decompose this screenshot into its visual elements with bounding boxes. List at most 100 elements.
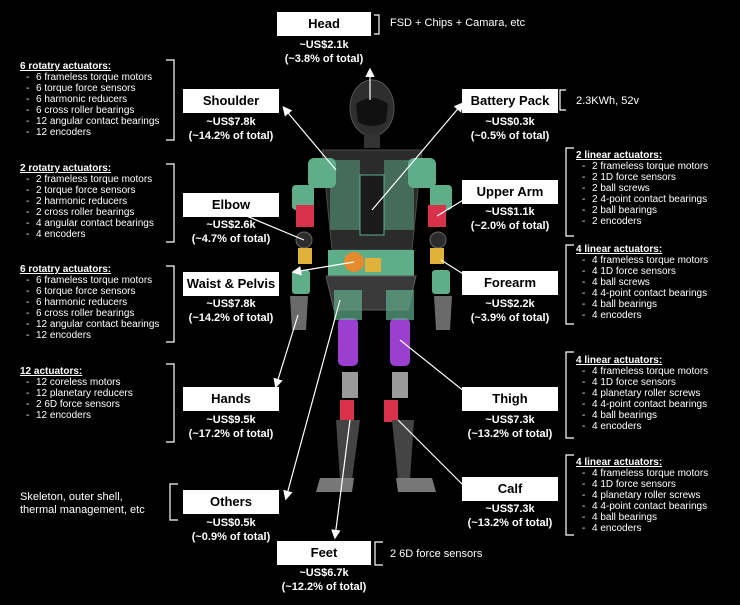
upperarm-cost-share: (~2.0% of total) bbox=[470, 220, 550, 232]
shoulder-cost-share: (~14.2% of total) bbox=[188, 130, 274, 142]
list-item: 2 frameless torque motors bbox=[576, 161, 736, 172]
robot-upperarm-left bbox=[296, 205, 314, 227]
callout-arrows bbox=[229, 67, 481, 540]
list-item: 4 1D force sensors bbox=[576, 479, 736, 490]
bracket-lines bbox=[166, 14, 574, 566]
list-item: 6 cross roller bearings bbox=[20, 308, 165, 319]
robot-forearm-left bbox=[292, 270, 310, 294]
calf-cost-value: ~US$7.3k bbox=[485, 503, 535, 515]
list-item: 12 angular contact bearings bbox=[20, 319, 165, 330]
head-note: FSD + Chips + Camara, etc bbox=[390, 17, 526, 29]
upperarm-cost-value: ~US$1.1k bbox=[485, 206, 535, 218]
waist-cost-share: (~14.2% of total) bbox=[188, 312, 274, 324]
list-item: 4 encoders bbox=[576, 421, 736, 432]
shoulder-details-title: 6 rotatry actuators: bbox=[20, 61, 112, 72]
list-item: 4 encoders bbox=[576, 310, 736, 321]
list-item: 2 4-point contact bearings bbox=[576, 194, 736, 205]
upperarm-cost: ~US$1.1k (~2.0% of total) bbox=[454, 205, 566, 233]
others-cost-share: (~0.9% of total) bbox=[191, 531, 271, 543]
list-item: 4 planetary roller screws bbox=[576, 490, 736, 501]
list-item: 4 ball screws bbox=[576, 277, 736, 288]
list-item: 4 angular contact bearings bbox=[20, 218, 165, 229]
list-item: 2 6D force sensors bbox=[20, 399, 165, 410]
robot-foot-left bbox=[316, 478, 354, 492]
waist-details: 6 rotatry actuators: 6 frameless torque … bbox=[20, 264, 165, 341]
list-item: 4 4-point contact bearings bbox=[576, 501, 736, 512]
robot-foot-right bbox=[396, 478, 436, 492]
battery-cost-value: ~US$0.3k bbox=[485, 116, 535, 128]
list-item: 12 encoders bbox=[20, 330, 165, 341]
elbow-details-title: 2 rotatry actuators: bbox=[20, 163, 112, 174]
list-item: 6 torque force sensors bbox=[20, 83, 165, 94]
waist-label: Waist & Pelvis bbox=[183, 272, 279, 296]
list-item: 2 encoders bbox=[576, 216, 736, 227]
robot-calf-left bbox=[336, 420, 360, 480]
list-item: 4 1D force sensors bbox=[576, 377, 736, 388]
calf-label: Calf bbox=[462, 477, 558, 501]
thigh-cost-value: ~US$7.3k bbox=[485, 414, 535, 426]
list-item: 2 harmonic reducers bbox=[20, 196, 165, 207]
waist-details-title: 6 rotatry actuators: bbox=[20, 264, 112, 275]
elbow-cost: ~US$2.6k (~4.7% of total) bbox=[175, 218, 287, 246]
robot-hand-right bbox=[434, 296, 452, 330]
list-item: 6 harmonic reducers bbox=[20, 297, 165, 308]
head-label: Head bbox=[277, 12, 371, 36]
hands-cost-share: (~17.2% of total) bbox=[188, 428, 274, 440]
list-item: 2 cross roller bearings bbox=[20, 207, 165, 218]
elbow-cost-share: (~4.7% of total) bbox=[191, 233, 271, 245]
list-item: 4 1D force sensors bbox=[576, 266, 736, 277]
list-item: 12 angular contact bearings bbox=[20, 116, 165, 127]
robot-shoulder-left bbox=[308, 158, 336, 188]
elbow-details: 2 rotatry actuators: 2 frameless torque … bbox=[20, 163, 165, 240]
feet-cost-share: (~12.2% of total) bbox=[281, 581, 367, 593]
list-item: 4 ball bearings bbox=[576, 410, 736, 421]
robot-hand-left bbox=[290, 296, 308, 330]
feet-note: 2 6D force sensors bbox=[390, 548, 483, 560]
list-item: 12 encoders bbox=[20, 127, 165, 138]
upperarm-details-title: 2 linear actuators: bbox=[576, 150, 663, 161]
forearm-label: Forearm bbox=[462, 271, 558, 295]
battery-cost-share: (~0.5% of total) bbox=[470, 130, 550, 142]
list-item: 4 ball bearings bbox=[576, 512, 736, 523]
calf-cost: ~US$7.3k (~13.2% of total) bbox=[454, 502, 566, 530]
others-cost: ~US$0.5k (~0.9% of total) bbox=[175, 516, 287, 544]
forearm-cost: ~US$2.2k (~3.9% of total) bbox=[454, 297, 566, 325]
list-item: 4 4-point contact bearings bbox=[576, 288, 736, 299]
feet-cost: ~US$6.7k (~12.2% of total) bbox=[268, 566, 380, 594]
head-cost-value: ~US$2.1k bbox=[299, 39, 349, 51]
calf-cost-share: (~13.2% of total) bbox=[467, 517, 553, 529]
robot-elbow-right bbox=[429, 231, 447, 249]
others-cost-value: ~US$0.5k bbox=[206, 517, 256, 529]
waist-cost: ~US$7.8k (~14.2% of total) bbox=[175, 297, 287, 325]
calf-details: 4 linear actuators: 4 frameless torque m… bbox=[576, 457, 736, 534]
thigh-cost-share: (~13.2% of total) bbox=[467, 428, 553, 440]
shoulder-cost: ~US$7.8k (~14.2% of total) bbox=[175, 115, 287, 143]
list-item: 2 ball screws bbox=[576, 183, 736, 194]
list-item: 6 harmonic reducers bbox=[20, 94, 165, 105]
elbow-cost-value: ~US$2.6k bbox=[206, 219, 256, 231]
list-item: 2 ball bearings bbox=[576, 205, 736, 216]
list-item: 4 planetary roller screws bbox=[576, 388, 736, 399]
upperarm-details: 2 linear actuators: 2 frameless torque m… bbox=[576, 150, 736, 227]
list-item: 6 cross roller bearings bbox=[20, 105, 165, 116]
battery-label: Battery Pack bbox=[462, 89, 558, 113]
list-item: 2 1D force sensors bbox=[576, 172, 736, 183]
others-note: Skeleton, outer shell, thermal managemen… bbox=[20, 491, 145, 516]
battery-cost: ~US$0.3k (~0.5% of total) bbox=[454, 115, 566, 143]
list-item: 4 frameless torque motors bbox=[576, 468, 736, 479]
list-item: 4 ball bearings bbox=[576, 299, 736, 310]
forearm-cost-value: ~US$2.2k bbox=[485, 298, 535, 310]
robot-thigh-left bbox=[338, 318, 358, 366]
hands-label: Hands bbox=[183, 387, 279, 411]
hands-cost-value: ~US$9.5k bbox=[206, 414, 256, 426]
list-item: 6 frameless torque motors bbox=[20, 275, 165, 286]
list-item: 4 4-point contact bearings bbox=[576, 399, 736, 410]
list-item: 2 frameless torque motors bbox=[20, 174, 165, 185]
thigh-label: Thigh bbox=[462, 387, 558, 411]
thigh-details: 4 linear actuators: 4 frameless torque m… bbox=[576, 355, 736, 432]
head-cost-share: (~3.8% of total) bbox=[284, 53, 364, 65]
shoulder-label: Shoulder bbox=[183, 89, 279, 113]
shoulder-details: 6 rotatry actuators: 6 frameless torque … bbox=[20, 61, 165, 138]
hands-details: 12 actuators: 12 coreless motors 12 plan… bbox=[20, 366, 165, 421]
